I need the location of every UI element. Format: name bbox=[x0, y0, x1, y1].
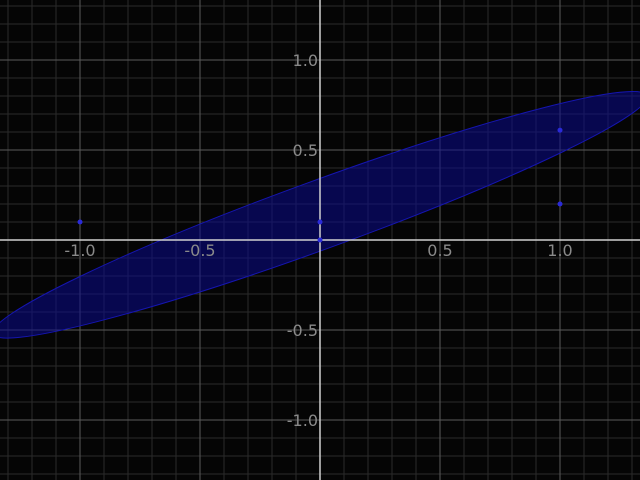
y-tick-label: -0.5 bbox=[287, 321, 318, 340]
y-tick-label: -1.0 bbox=[287, 411, 318, 430]
x-tick-label: -1.0 bbox=[64, 241, 95, 260]
points-layer bbox=[77, 127, 563, 243]
data-point bbox=[557, 201, 563, 207]
data-point bbox=[557, 127, 563, 133]
x-tick-label: 1.0 bbox=[547, 241, 572, 260]
data-point bbox=[77, 219, 83, 225]
data-point bbox=[317, 219, 323, 225]
x-tick-label: -0.5 bbox=[184, 241, 215, 260]
y-tick-label: 0.5 bbox=[293, 141, 318, 160]
tick-labels: -1.0 -0.5 0.5 1.0 1.0 0.5 -0.5 -1.0 bbox=[64, 51, 572, 430]
data-point bbox=[317, 237, 323, 243]
x-tick-label: 0.5 bbox=[427, 241, 452, 260]
y-tick-label: 1.0 bbox=[293, 51, 318, 70]
